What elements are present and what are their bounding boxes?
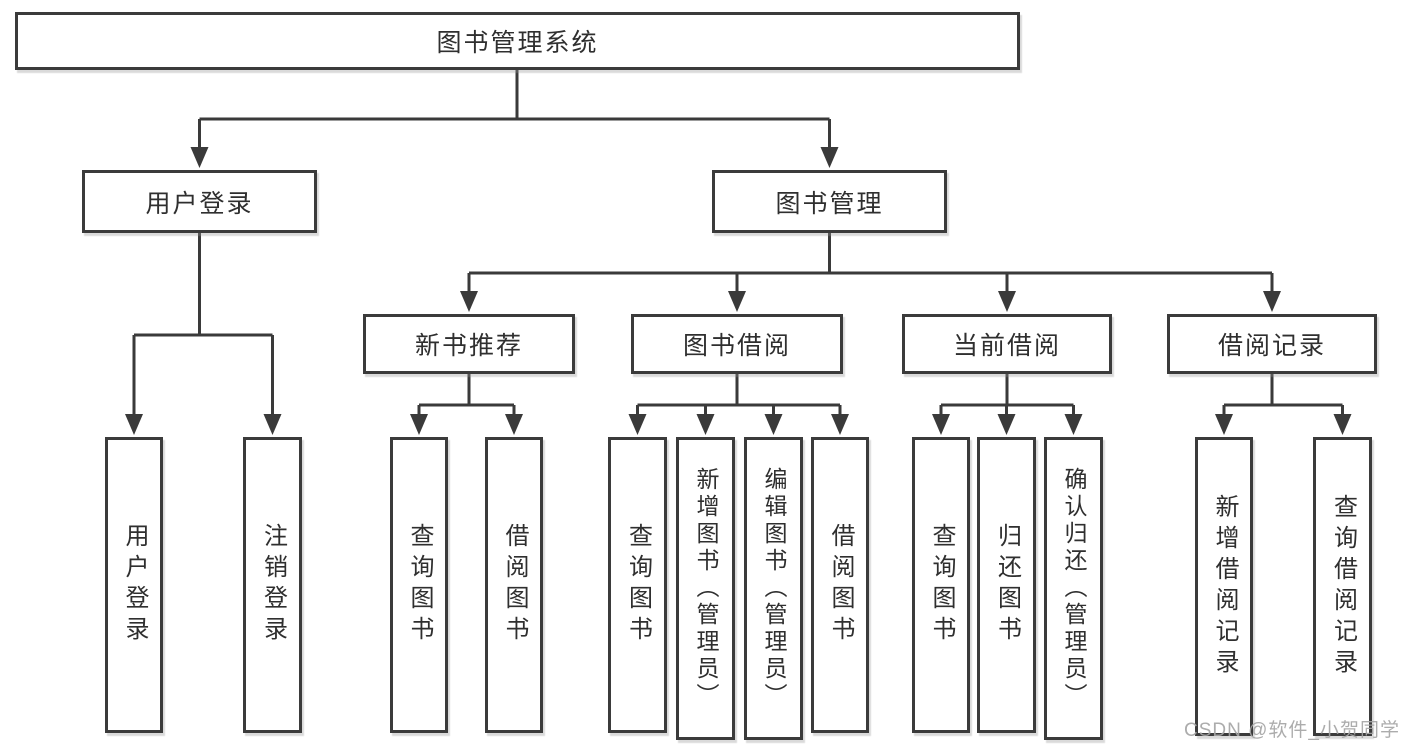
leaf-logout: 注销登录: [243, 437, 302, 733]
leaf-user-login: 用户登录: [105, 437, 163, 733]
node-user-login: 用户登录: [82, 170, 317, 233]
csdn-watermark: CSDN @软件_小贺同学: [1184, 720, 1400, 741]
leaf-query-borrow-record: 查询借阅记录: [1313, 437, 1372, 736]
leaf-confirm-return-admin: 确认归还（管理员）: [1044, 437, 1103, 740]
node-book-management: 图书管理: [712, 170, 947, 233]
leaf-query-books-current: 查询图书: [912, 437, 970, 733]
node-book-borrowing: 图书借阅: [631, 314, 843, 374]
leaf-return-book: 归还图书: [977, 437, 1036, 733]
leaf-add-book-admin: 新增图书（管理员）: [676, 437, 735, 740]
leaf-query-books-borrowing: 查询图书: [608, 437, 667, 733]
node-library-management-system: 图书管理系统: [15, 12, 1020, 70]
node-borrowing-records: 借阅记录: [1167, 314, 1377, 374]
node-new-book-recommend: 新书推荐: [363, 314, 575, 374]
leaf-add-borrow-record: 新增借阅记录: [1195, 437, 1253, 736]
leaf-edit-book-admin: 编辑图书（管理员）: [744, 437, 803, 740]
leaf-query-books-recommend: 查询图书: [390, 437, 448, 733]
arrowheads: [125, 147, 1352, 435]
leaf-borrow-books-recommend: 借阅图书: [485, 437, 543, 733]
leaf-borrow-books-borrowing: 借阅图书: [811, 437, 869, 733]
node-current-borrowing: 当前借阅: [902, 314, 1112, 374]
tree-edges: [132, 70, 1344, 417]
